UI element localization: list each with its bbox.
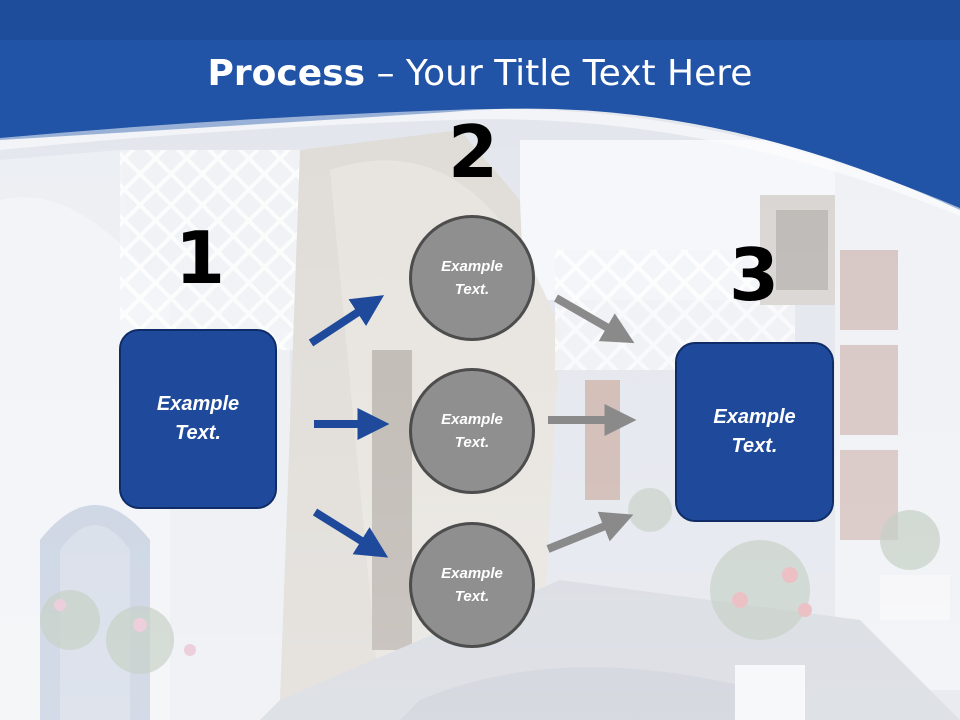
title-bold: Process	[207, 53, 366, 94]
arrow-blue-up	[308, 295, 385, 347]
title-rest: – Your Title Text Here	[365, 53, 753, 94]
circle-middle: Example Text.	[409, 368, 535, 494]
slide-title: Process – Your Title Text Here	[0, 52, 960, 96]
step-number-1: 1	[174, 216, 226, 300]
step-number-2: 2	[447, 110, 499, 194]
arrow-gray-down	[554, 294, 635, 344]
step-1-box: Example Text.	[119, 329, 277, 509]
arrow-gray-up	[546, 511, 634, 553]
step-number-3: 3	[728, 233, 780, 317]
circle-top: Example Text.	[409, 215, 535, 341]
step-3-box: Example Text.	[675, 342, 834, 522]
arrow-blue-down	[312, 508, 389, 558]
circle-bottom: Example Text.	[409, 522, 535, 648]
